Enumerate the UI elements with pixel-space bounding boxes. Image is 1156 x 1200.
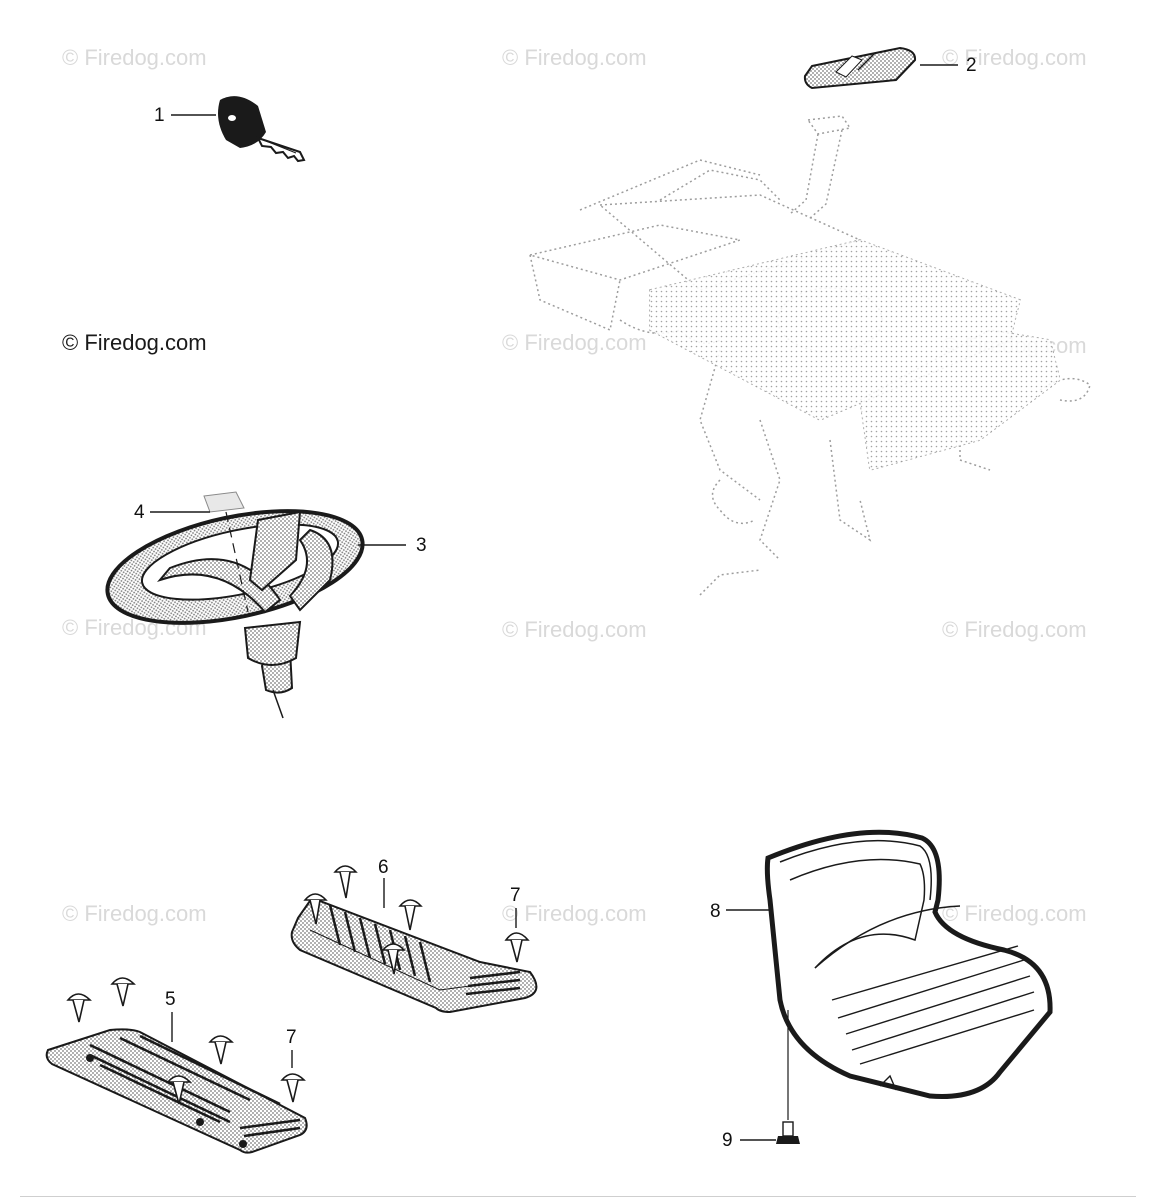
callout-4: 4: [134, 502, 145, 523]
watermark: © Firedog.com: [62, 45, 207, 70]
watermark: © Firedog.com: [942, 617, 1087, 642]
seat: [764, 829, 1053, 1120]
ignition-key: [218, 96, 306, 163]
callout-7: 7: [510, 885, 521, 906]
callout-6: 6: [378, 857, 389, 878]
callout-8: 8: [710, 901, 721, 922]
footrest-upper: [290, 896, 538, 1014]
chassis-frame-shading: [650, 240, 1060, 470]
callout-2: 2: [966, 55, 977, 76]
screw: [66, 865, 530, 1105]
callout-3: 3: [416, 535, 427, 556]
watermark: © Firedog.com: [502, 330, 647, 355]
callout-1: 1: [154, 105, 165, 126]
callout-7: 7: [286, 1027, 297, 1048]
watermark: © Firedog.com: [502, 617, 647, 642]
callout-5: 5: [165, 989, 176, 1010]
copyright-notice: © Firedog.com: [62, 330, 207, 355]
bottom-divider: [20, 1196, 1136, 1197]
watermark: © Firedog.com: [62, 901, 207, 926]
watermark: © Firedog.com: [942, 901, 1087, 926]
callout-9: 9: [722, 1130, 733, 1151]
watermark: © Firedog.com: [502, 901, 647, 926]
steering-wheel: [105, 491, 365, 719]
seat-bolt: [776, 1121, 800, 1144]
pedal-pad: [803, 46, 917, 90]
watermark: © Firedog.com: [942, 45, 1087, 70]
watermark: © Firedog.com: [502, 45, 647, 70]
